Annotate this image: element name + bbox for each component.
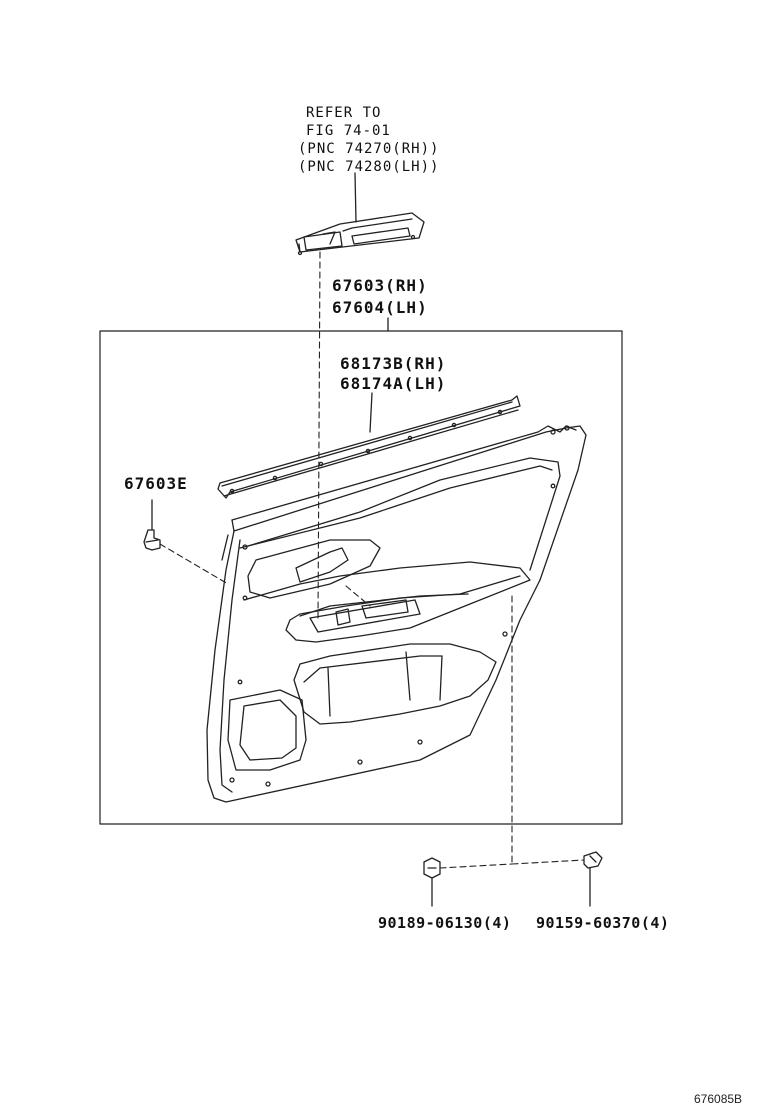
assembly-box bbox=[100, 331, 622, 824]
screw-clip-left bbox=[424, 858, 440, 906]
switch-base-part bbox=[296, 173, 424, 255]
refer-note-line3: (PNC 74270(RH)) bbox=[298, 141, 440, 157]
callout-weatherstrip-rh: 68173B(RH) bbox=[340, 354, 447, 373]
callout-screw-clip-right: 90159-60370(4) bbox=[536, 914, 670, 932]
callout-panel-lh: 67604(LH) bbox=[332, 298, 428, 317]
callout-panel-rh: 67603(RH) bbox=[332, 276, 428, 295]
clip-part bbox=[144, 500, 160, 550]
callout-weatherstrip-lh: 68174A(LH) bbox=[340, 374, 447, 393]
refer-note-line1: REFER TO bbox=[306, 105, 382, 121]
callout-clip: 67603E bbox=[124, 474, 188, 493]
callout-screw-clip-left: 90189-06130(4) bbox=[378, 914, 512, 932]
dashed-leaders bbox=[160, 252, 584, 868]
figure-id: 676085B bbox=[694, 1092, 743, 1106]
door-trim-panel bbox=[207, 426, 586, 802]
refer-note-line2: FIG 74-01 bbox=[306, 123, 391, 139]
screw-clip-right bbox=[584, 852, 602, 906]
refer-note-line4: (PNC 74280(LH)) bbox=[298, 159, 440, 175]
weatherstrip-part bbox=[218, 393, 520, 498]
